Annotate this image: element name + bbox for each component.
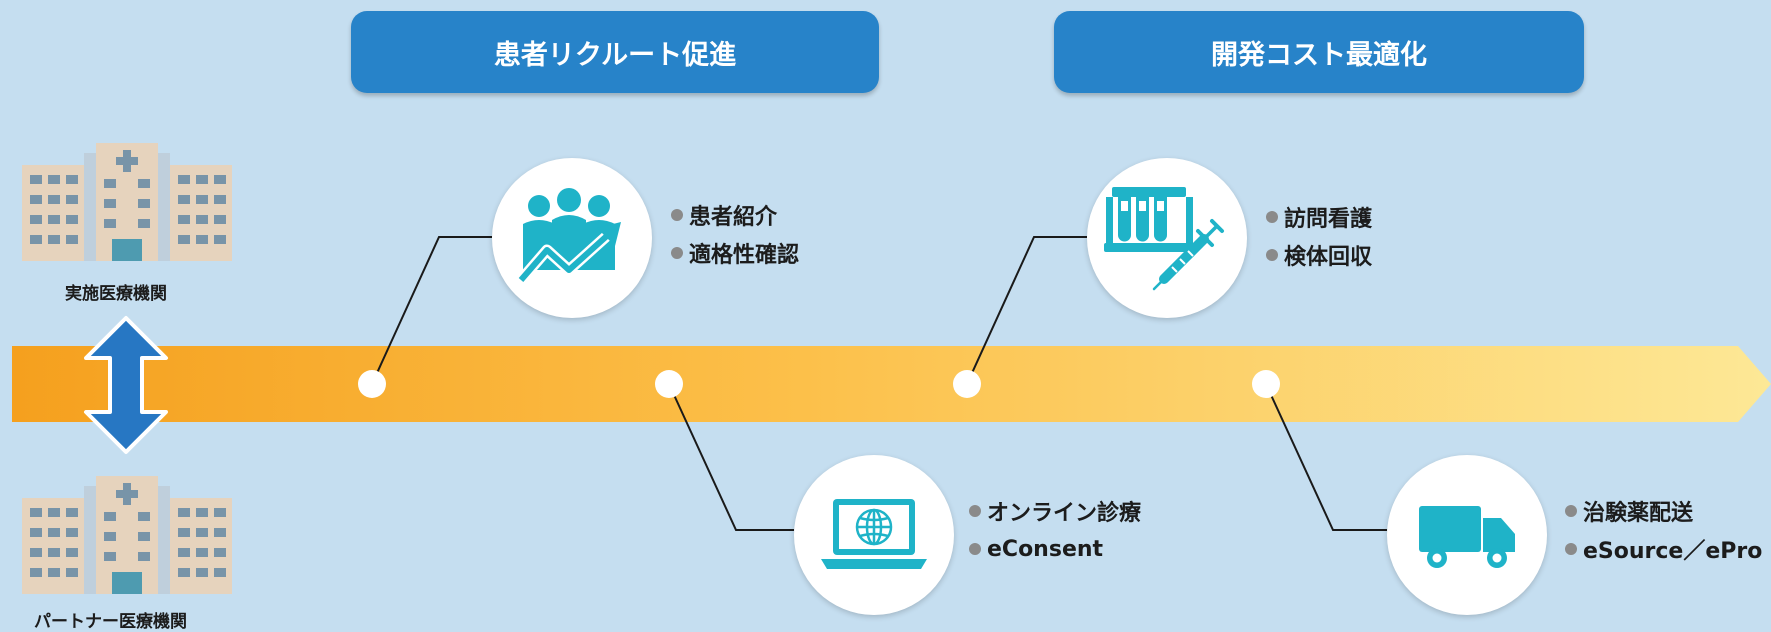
timeline-dot-2 (655, 370, 683, 398)
bullet-item: 治験薬配送 (1565, 492, 1762, 530)
test-tubes-syringe-icon (1104, 186, 1224, 292)
bullet-item: 訪問看護 (1266, 198, 1372, 236)
node-online-care (794, 455, 954, 615)
people-growth-icon (517, 188, 621, 284)
bullet-dot (1266, 249, 1278, 261)
delivery-truck-icon (1419, 506, 1515, 568)
bullet-item: 患者紹介 (671, 196, 799, 234)
bullet-item: 適格性確認 (671, 234, 799, 272)
bullet-dot (671, 247, 683, 259)
bullet-text: 訪問看護 (1284, 207, 1373, 232)
bullet-dot (1565, 505, 1577, 517)
node-home-nursing (1087, 158, 1247, 318)
node-drug-delivery (1387, 455, 1547, 615)
node-home-nursing-bullets: 訪問看護 検体回収 (1266, 198, 1372, 274)
bullet-text: 適格性確認 (689, 243, 800, 268)
hospital-building-icon (22, 143, 232, 261)
node-online-care-bullets: オンライン診療 eConsent (969, 492, 1141, 568)
timeline-dot-3 (953, 370, 981, 398)
bullet-text: eSource／ePro (1583, 539, 1763, 564)
partner-institution-label: パートナー医療機関 (34, 612, 187, 632)
hospital-building-icon (22, 476, 232, 594)
bullet-text: オンライン診療 (987, 501, 1142, 526)
bullet-dot (1565, 543, 1577, 555)
node-drug-delivery-bullets: 治験薬配送 eSource／ePro (1565, 492, 1762, 568)
timeline-dot-1 (358, 370, 386, 398)
bullet-dot (671, 209, 683, 221)
bullet-text: 検体回収 (1284, 245, 1373, 270)
header-patient-recruitment: 患者リクルート促進 (351, 11, 879, 93)
timeline-dot-4 (1252, 370, 1280, 398)
timeline-band (12, 346, 1771, 422)
node-patient-referral-bullets: 患者紹介 適格性確認 (671, 196, 799, 272)
header-cost-optimization-label: 開発コスト最適化 (1211, 39, 1427, 71)
implementing-institution-label: 実施医療機関 (65, 284, 167, 304)
header-patient-recruitment-label: 患者リクルート促進 (493, 39, 737, 71)
bullet-dot (969, 543, 981, 555)
header-cost-optimization: 開発コスト最適化 (1054, 11, 1584, 93)
bullet-dot (1266, 211, 1278, 223)
bidirectional-arrow-icon (84, 316, 168, 454)
bullet-text: 患者紹介 (689, 205, 778, 230)
node-patient-referral (492, 158, 652, 318)
laptop-globe-icon (821, 499, 927, 569)
bullet-item: eConsent (969, 530, 1141, 568)
bullet-dot (969, 505, 981, 517)
bullet-item: オンライン診療 (969, 492, 1141, 530)
bullet-text: 治験薬配送 (1583, 501, 1694, 526)
bullet-text: eConsent (987, 536, 1104, 562)
bullet-item: eSource／ePro (1565, 530, 1762, 568)
bullet-item: 検体回収 (1266, 236, 1372, 274)
